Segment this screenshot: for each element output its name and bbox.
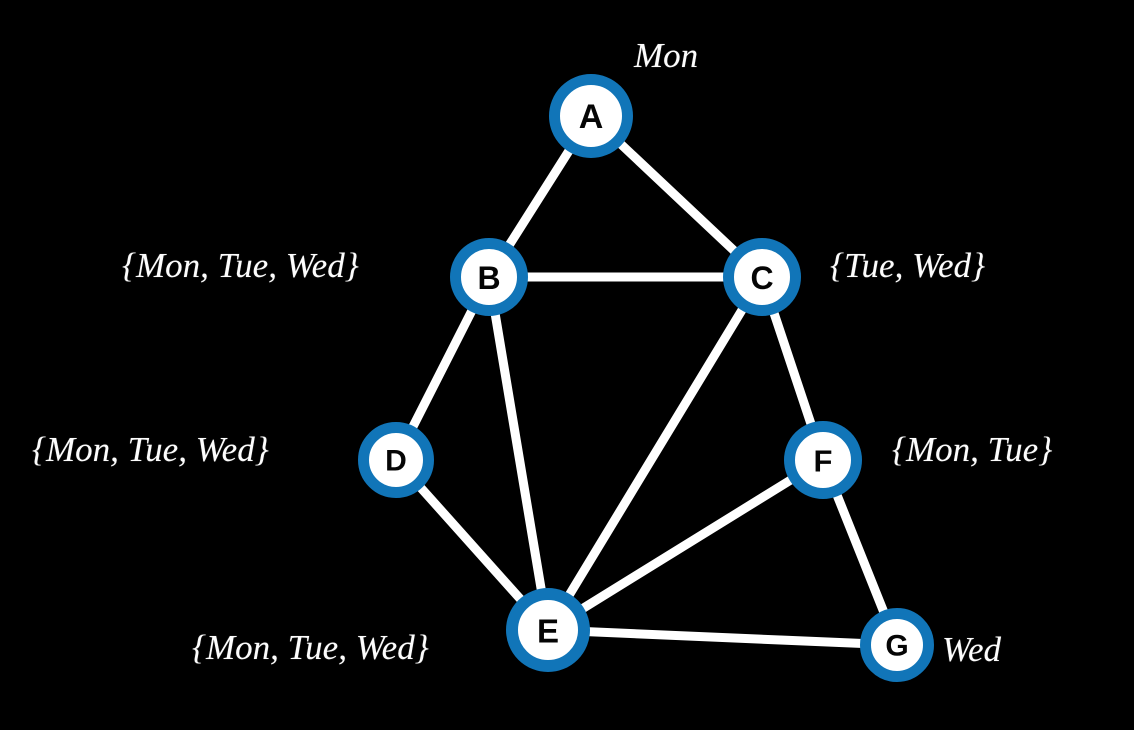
- node-letter-g: G: [885, 630, 908, 663]
- node-circle-b: [450, 238, 528, 316]
- graph-node-e[interactable]: E: [506, 588, 590, 672]
- node-letter-b: B: [477, 260, 500, 296]
- node-circle-e: [506, 588, 590, 672]
- graph-edge: [414, 481, 527, 606]
- edges-layer: [407, 138, 889, 649]
- node-circle-g: [860, 608, 934, 682]
- node-letter-f: F: [814, 444, 833, 479]
- node-letter-c: C: [750, 260, 773, 296]
- graph-node-b[interactable]: B: [450, 238, 528, 316]
- graph-edge: [407, 304, 478, 434]
- domain-label-f: {Mon, Tue}: [892, 430, 1053, 469]
- node-letter-a: A: [579, 98, 604, 136]
- domain-label-a: Mon: [634, 36, 699, 75]
- node-circle-a: [549, 74, 633, 158]
- node-circle-f: [784, 421, 862, 499]
- graph-edge: [576, 474, 797, 614]
- node-circle-d: [358, 422, 434, 498]
- graph-node-c[interactable]: C: [723, 238, 801, 316]
- nodes-layer: A B C D E F G: [358, 74, 934, 682]
- node-circle-c: [723, 238, 801, 316]
- graph-edge: [490, 308, 547, 597]
- graph-edge: [503, 144, 575, 252]
- graph-node-a[interactable]: A: [549, 74, 633, 158]
- node-letter-d: D: [385, 445, 407, 478]
- graph-edge: [614, 138, 741, 257]
- graph-edge: [582, 627, 868, 649]
- graph-node-f[interactable]: F: [784, 421, 862, 499]
- graph-edge: [768, 306, 817, 431]
- domain-label-b: {Mon, Tue, Wed}: [122, 246, 359, 285]
- domain-label-c: {Tue, Wed}: [830, 246, 986, 285]
- domain-label-d: {Mon, Tue, Wed}: [32, 430, 269, 469]
- domain-label-e: {Mon, Tue, Wed}: [192, 628, 429, 667]
- graph-edge: [563, 303, 748, 602]
- domain-label-g: Wed: [942, 630, 1001, 669]
- graph-node-g[interactable]: G: [860, 608, 934, 682]
- node-letter-e: E: [537, 613, 559, 650]
- graph-edge: [831, 488, 889, 618]
- graph-node-d[interactable]: D: [358, 422, 434, 498]
